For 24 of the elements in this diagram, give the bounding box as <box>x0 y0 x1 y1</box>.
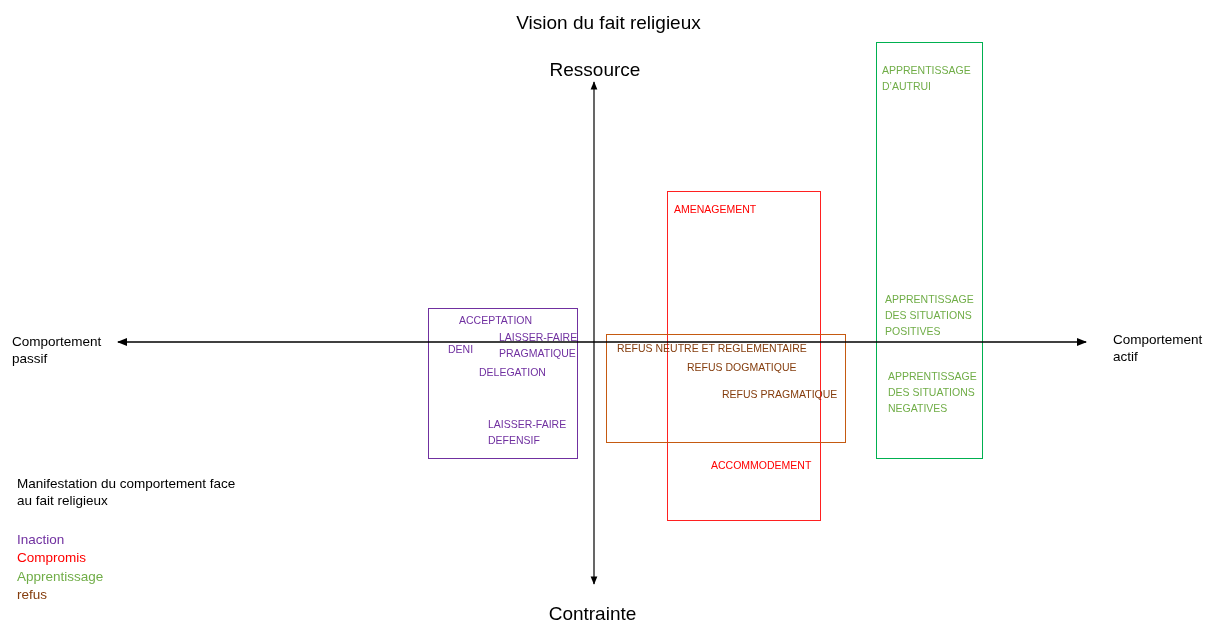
behavior-label: ACCOMMODEMENT <box>711 458 813 473</box>
behavior-label: REFUS DOGMATIQUE <box>687 360 798 375</box>
behavior-label: LAISSER-FAIRE DEFENSIF <box>488 417 568 448</box>
category-box <box>876 42 983 459</box>
behavior-label: LAISSER-FAIRE PRAGMATIQUE <box>499 330 579 361</box>
axis-label: Ressource <box>548 58 642 82</box>
behavior-label: AMENAGEMENT <box>674 202 758 217</box>
category-box <box>428 308 578 459</box>
legend-item: Inaction <box>17 532 65 547</box>
diagram-title: Vision du fait religieux <box>515 12 702 34</box>
behavior-label: APPRENTISSAGE D’AUTRUI <box>882 63 972 94</box>
axis-label: Contrainte <box>547 602 638 623</box>
behavior-label: ACCEPTATION <box>459 313 534 328</box>
axis-label: Comportement passif <box>12 334 103 368</box>
behavior-label: APPRENTISSAGE DES SITUATIONS NEGATIVES <box>888 369 978 416</box>
legend-title: Manifestation du comportement face au fait religieux <box>17 476 237 510</box>
legend-item: Apprentissage <box>17 568 104 584</box>
legend-item: refus <box>17 586 47 602</box>
category-box <box>606 334 846 443</box>
behavior-label: DELEGATION <box>479 365 547 380</box>
axis-label: Comportement actif <box>1113 332 1204 366</box>
behavior-label: APPRENTISSAGE DES SITUATIONS POSITIVES <box>885 292 975 339</box>
legend-item: Compromis <box>17 550 86 566</box>
behavior-label: DENI <box>448 342 475 357</box>
